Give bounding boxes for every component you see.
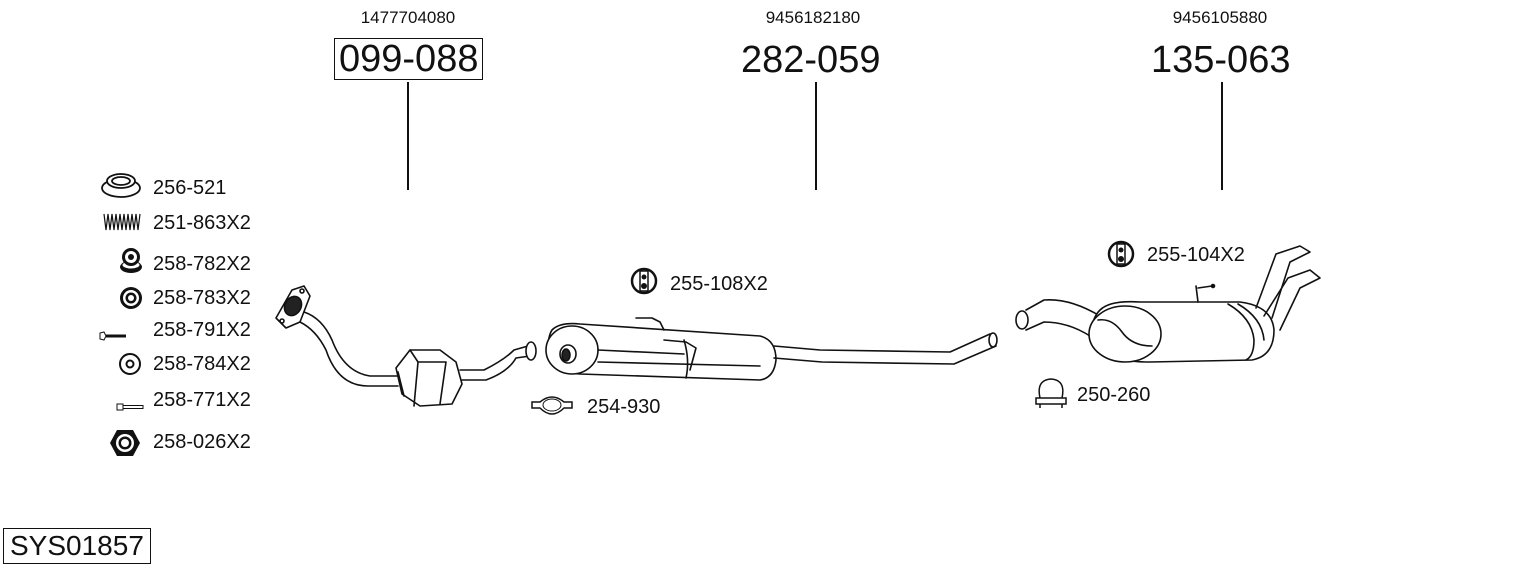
leader-line-1 — [407, 82, 409, 190]
accessory-label: 258-026X2 — [153, 431, 251, 453]
accessory-label: 255-104X2 — [1147, 244, 1245, 266]
system-code: SYS01857 — [3, 528, 151, 564]
hex-nut-icon — [110, 430, 140, 456]
part-number-1[interactable]: 099-088 — [334, 38, 484, 80]
rubber-bush-icon — [120, 248, 142, 273]
accessory-label: 258-791X2 — [153, 319, 251, 341]
part-number-3[interactable]: 135-063 — [1151, 39, 1291, 81]
clamp-icon — [531, 396, 573, 415]
accessory-label: 256-521 — [153, 177, 227, 199]
oem-number-1: 1477704080 — [360, 8, 456, 27]
u-clamp-icon — [1035, 378, 1067, 408]
accessory-label: 251-863X2 — [153, 212, 251, 234]
accessory-label: 258-783X2 — [153, 287, 251, 309]
accessory-label: 258-771X2 — [153, 389, 251, 411]
bolt-icon — [99, 331, 126, 341]
rear-silencer-drawing[interactable] — [1015, 245, 1321, 363]
oem-number-3: 9456105880 — [1172, 8, 1268, 27]
washer-icon — [119, 353, 141, 375]
part-number-2[interactable]: 282-059 — [741, 39, 881, 81]
rubber-mount-icon — [1107, 240, 1135, 268]
gasket-ring-icon — [101, 173, 141, 198]
spring-icon — [103, 213, 141, 231]
accessory-label: 250-260 — [1077, 384, 1151, 406]
accessory-label: 258-784X2 — [153, 353, 251, 375]
accessory-label: 258-782X2 — [153, 253, 251, 275]
accessory-label: 254-930 — [587, 396, 661, 418]
leader-line-2 — [815, 82, 817, 190]
rubber-mount-icon — [630, 267, 658, 295]
accessory-label: 255-108X2 — [670, 273, 768, 295]
screw-icon — [116, 403, 144, 411]
bush-ring-icon — [120, 287, 142, 309]
catalytic-converter-drawing[interactable] — [275, 285, 537, 407]
oem-number-2: 9456182180 — [765, 8, 861, 27]
leader-line-3 — [1221, 82, 1223, 190]
middle-silencer-drawing[interactable] — [545, 317, 998, 381]
